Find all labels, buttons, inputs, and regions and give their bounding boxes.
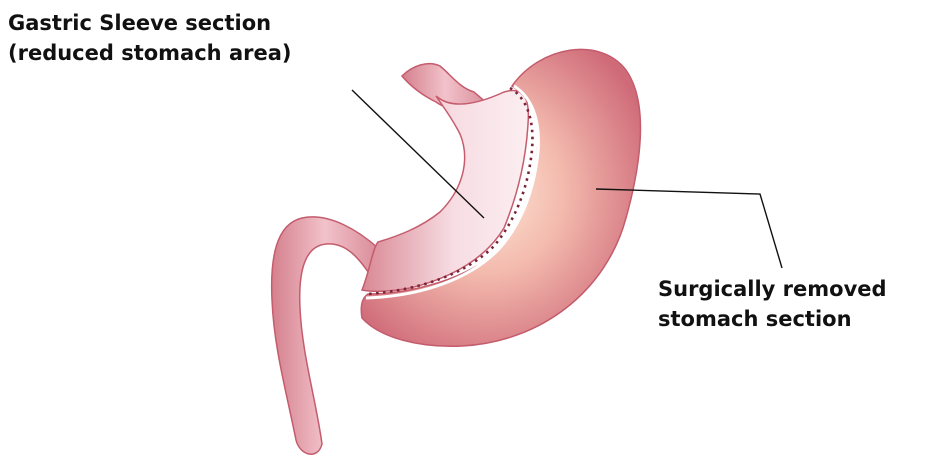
sleeve-section-label: Gastric Sleeve section (reduced stomach … — [8, 8, 291, 68]
removed-label-line1: Surgically removed — [658, 274, 887, 304]
sleeve-label-line2: (reduced stomach area) — [8, 38, 291, 68]
duodenum-shape — [272, 217, 378, 454]
sleeve-label-line1: Gastric Sleeve section — [8, 8, 291, 38]
removed-label-line2: stomach section — [658, 304, 887, 334]
removed-section-label: Surgically removed stomach section — [658, 274, 887, 334]
